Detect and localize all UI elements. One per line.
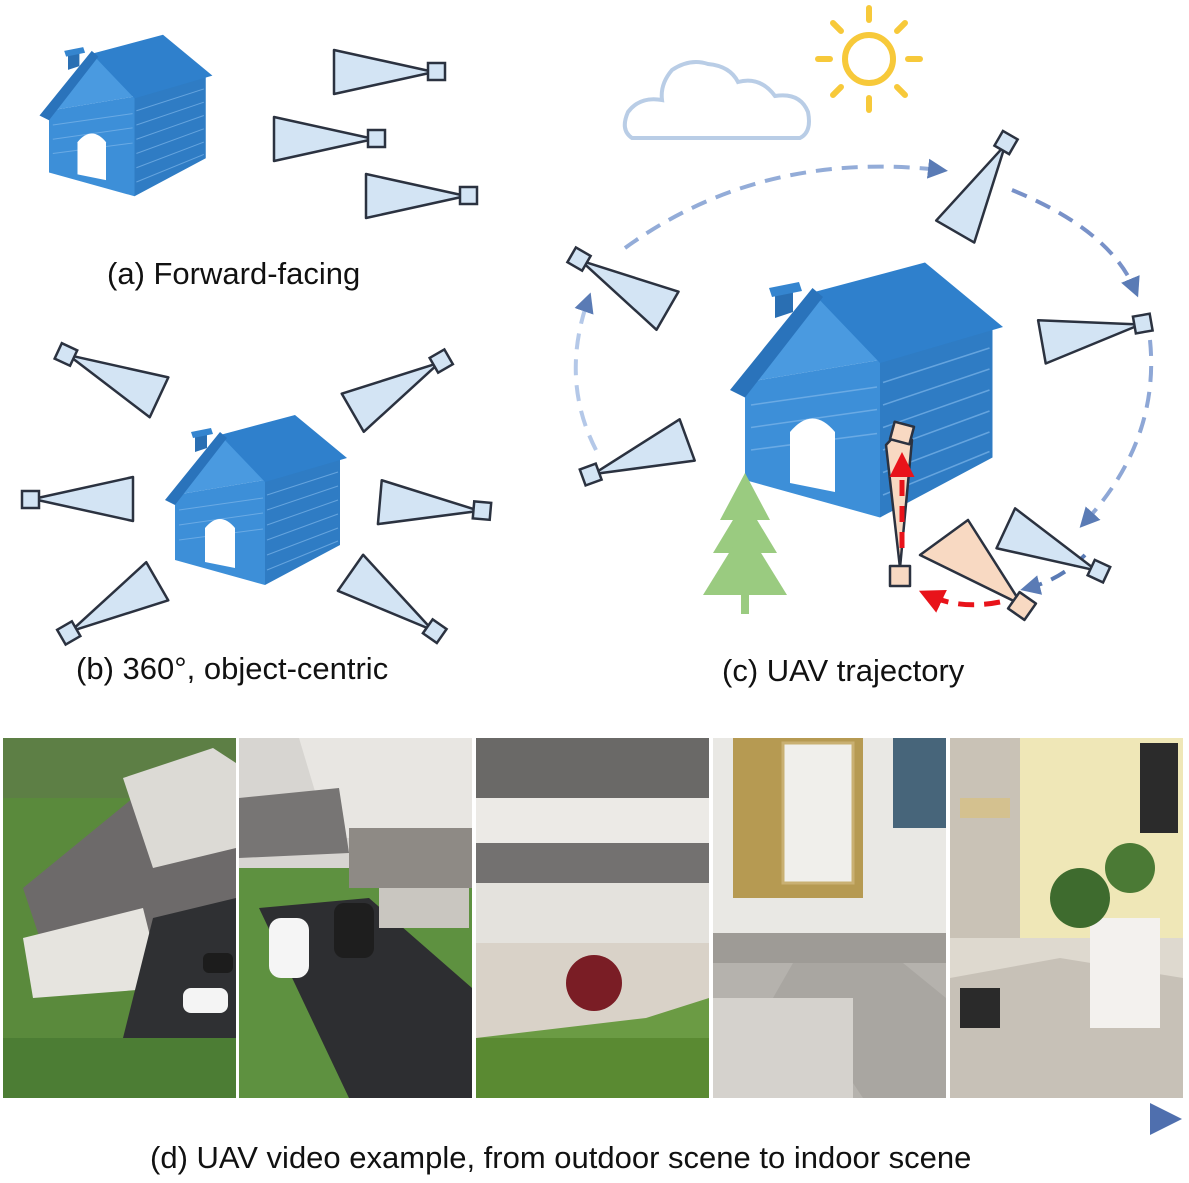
camera-icon bbox=[20, 475, 135, 523]
camera-icon bbox=[376, 479, 494, 536]
caption-video-example: (d) UAV video example, from outdoor scen… bbox=[150, 1140, 972, 1175]
sun-icon bbox=[815, 5, 923, 113]
panel-forward-facing bbox=[39, 34, 479, 220]
camera-icon bbox=[336, 553, 456, 656]
indoor-path bbox=[889, 452, 1001, 613]
panel-uav-trajectory bbox=[559, 5, 1157, 622]
cloud-icon bbox=[622, 60, 811, 140]
video-frame-2 bbox=[239, 738, 472, 1098]
house-icon bbox=[39, 34, 213, 197]
house-icon bbox=[729, 261, 1004, 519]
caption-object-centric: (b) 360°, object-centric bbox=[76, 651, 389, 686]
camera-icon bbox=[48, 560, 170, 658]
camera-icon bbox=[934, 123, 1032, 244]
house-icon bbox=[164, 414, 348, 586]
tree-icon bbox=[703, 473, 787, 614]
camera-icon bbox=[995, 507, 1117, 597]
camera-icon bbox=[340, 336, 462, 434]
caption-uav-trajectory: (c) UAV trajectory bbox=[722, 653, 965, 688]
camera-icon bbox=[47, 329, 170, 419]
camera-icon bbox=[364, 172, 479, 220]
camera-icon bbox=[1036, 299, 1157, 365]
camera-icon bbox=[574, 418, 696, 500]
camera-icon bbox=[559, 234, 680, 332]
video-frame-4 bbox=[713, 738, 946, 1098]
video-frame-5 bbox=[950, 738, 1183, 1098]
camera-icon bbox=[272, 115, 387, 163]
caption-forward-facing: (a) Forward-facing bbox=[107, 256, 361, 291]
camera-icon bbox=[332, 48, 447, 96]
video-frame-1 bbox=[3, 738, 236, 1098]
panel-object-centric bbox=[20, 329, 494, 658]
video-frame-3 bbox=[476, 738, 709, 1098]
timeline-arrow bbox=[8, 1103, 1182, 1135]
